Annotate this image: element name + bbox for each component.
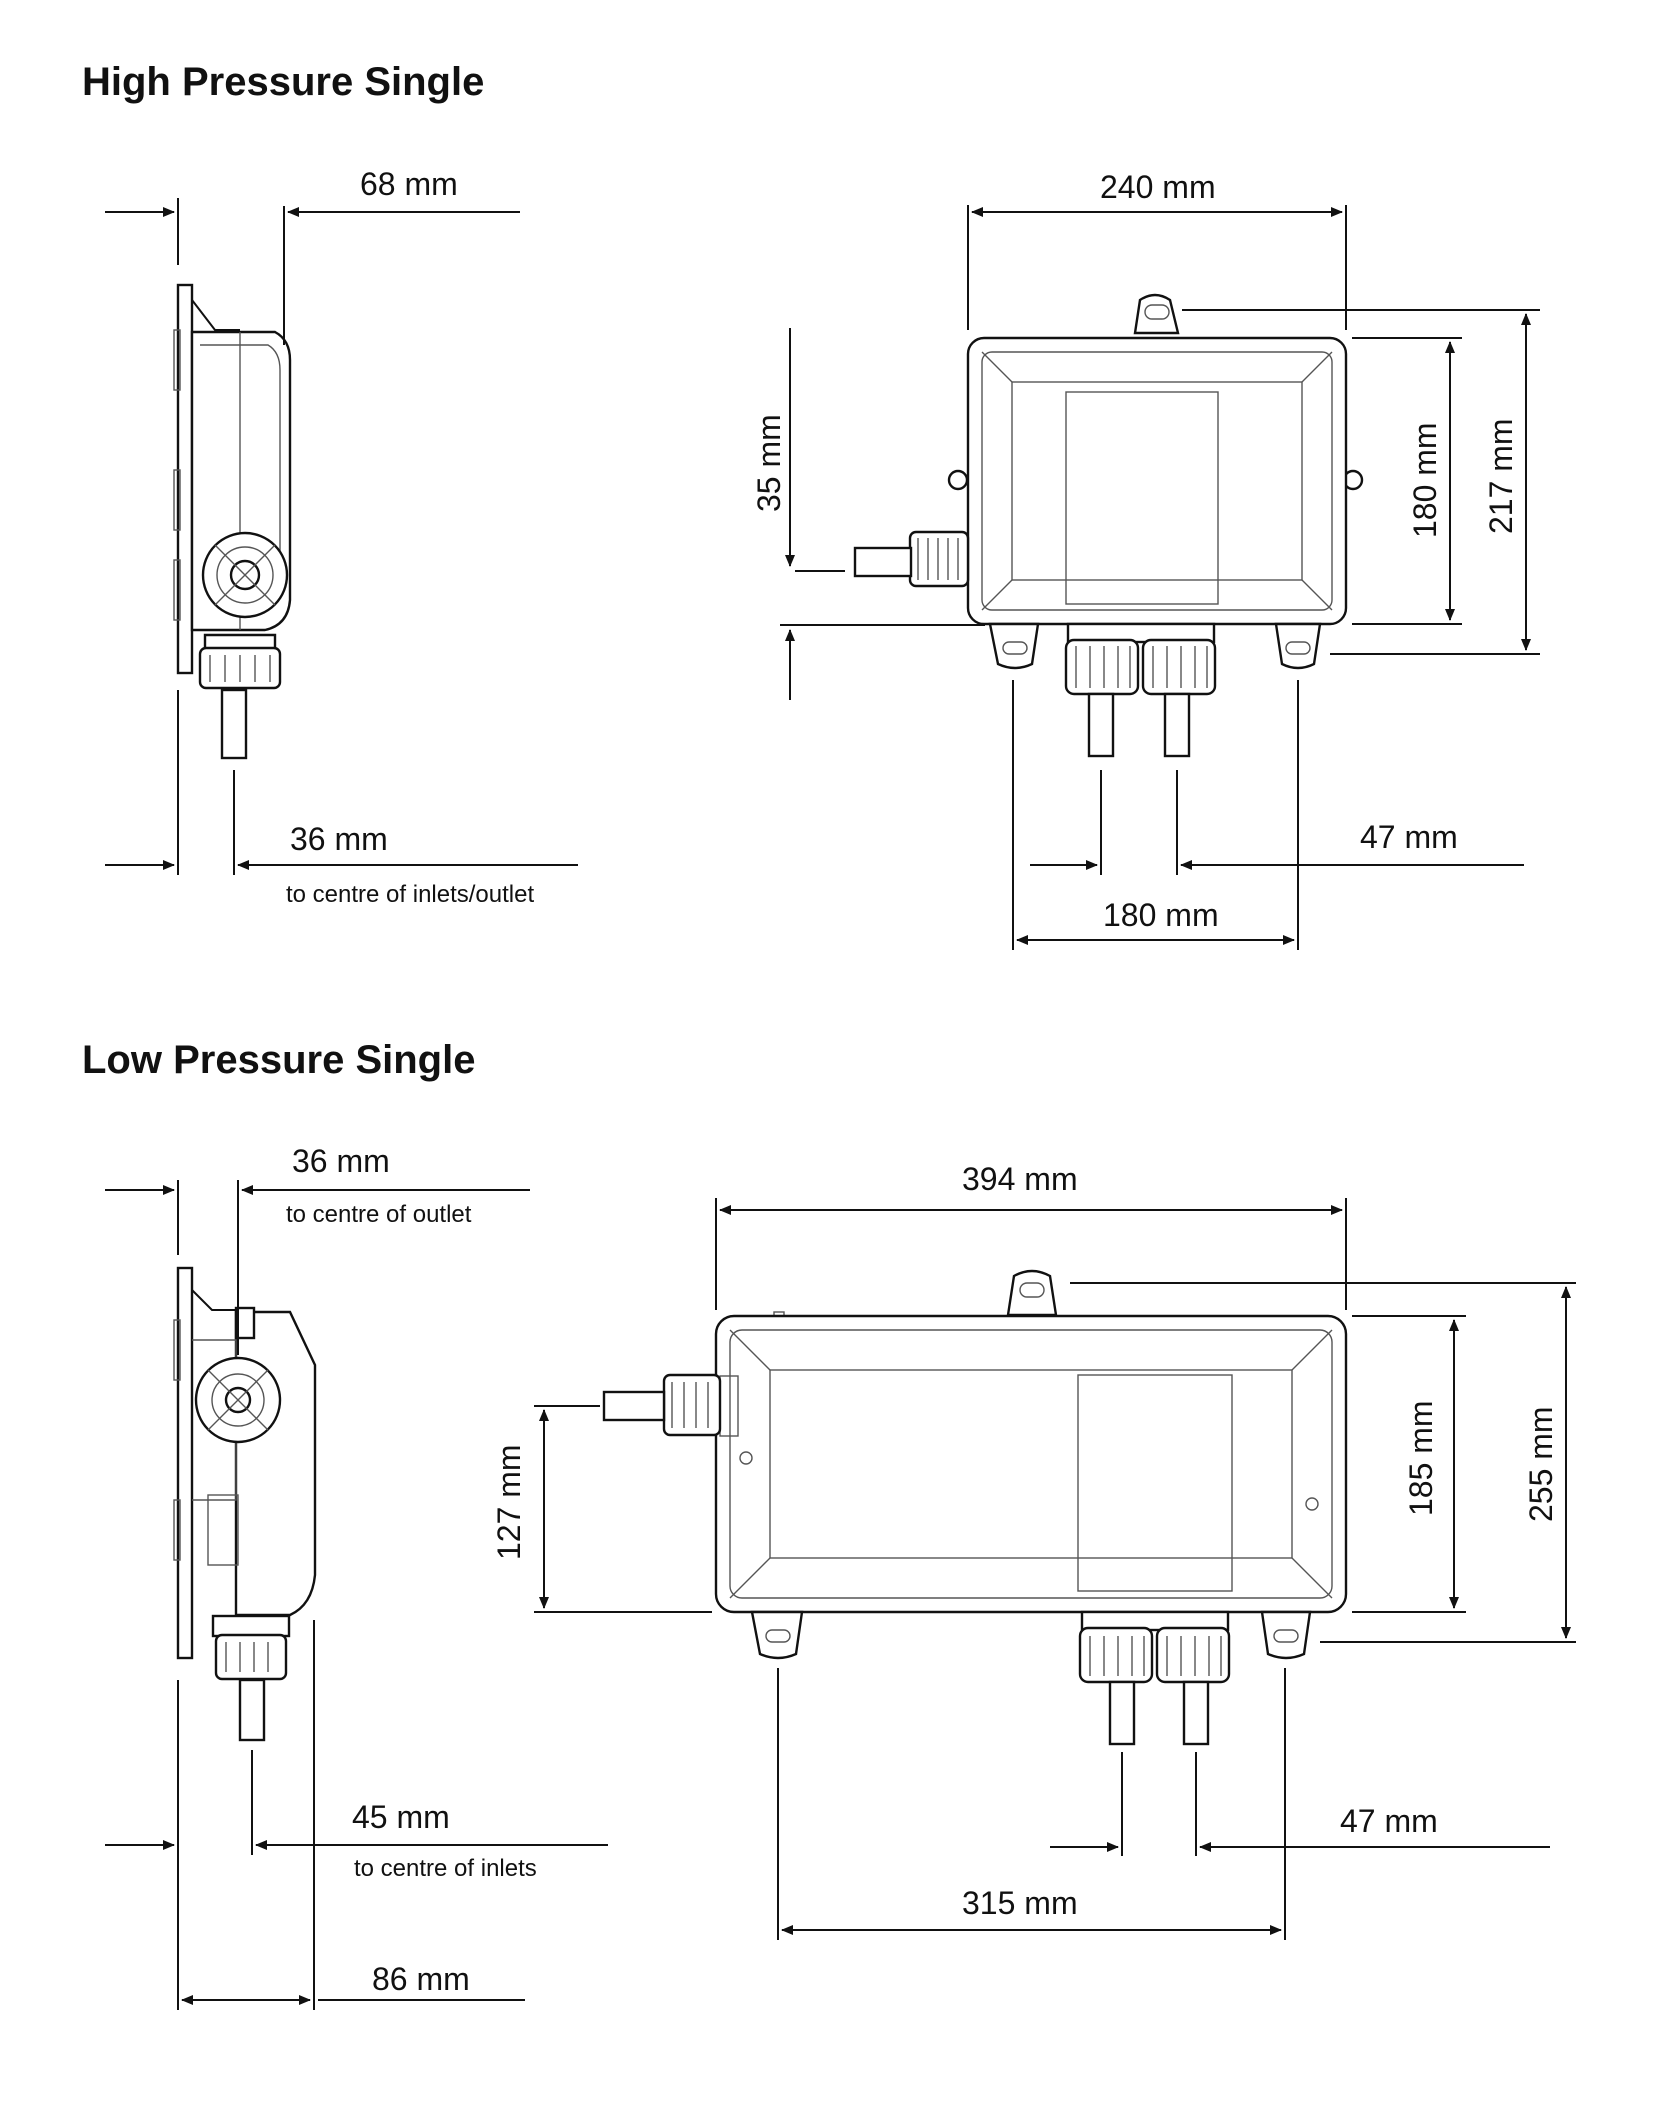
low-front-view: [602, 1269, 1348, 1746]
high-front-fixing-width-label: 180 mm: [1103, 897, 1219, 933]
high-side-inlet-note: to centre of inlets/outlet: [286, 881, 534, 908]
high-pressure-title: High Pressure Single: [82, 60, 484, 104]
low-side-outlet-note: to centre of outlet: [286, 1201, 472, 1228]
low-side-depth-label: 86 mm: [372, 1961, 470, 1997]
high-side-inlet-offset-label: 36 mm: [290, 821, 388, 857]
high-front-body-height-label: 180 mm: [1407, 422, 1443, 538]
low-front-total-height-label: 255 mm: [1523, 1406, 1559, 1522]
low-front-left-offset-dimension: 127 mm: [491, 1405, 712, 1613]
high-front-inlet-spacing-dimension: 47 mm: [1030, 770, 1524, 875]
high-side-inlet-offset-dimension: 36 mm to centre of inlets/outlet: [105, 690, 578, 908]
low-side-outlet-offset-dimension: 36 mm to centre of outlet: [105, 1143, 530, 1355]
high-front-total-height-label: 217 mm: [1483, 418, 1519, 534]
high-front-left-offset-dimension: 35 mm: [751, 328, 985, 700]
high-front-view: [853, 293, 1364, 758]
low-side-inlet-offset-label: 45 mm: [352, 1799, 450, 1835]
low-front-width-dimension: 394 mm: [715, 1161, 1347, 1310]
high-side-depth-dimension: 68 mm: [105, 166, 520, 345]
high-front-body-height-dimension: 180 mm: [1352, 337, 1462, 625]
high-side-depth-label: 68 mm: [360, 166, 458, 202]
low-front-total-height-dimension: 255 mm: [1070, 1282, 1576, 1643]
low-front-inlet-spacing-dimension: 47 mm: [1050, 1752, 1550, 1856]
high-front-total-height-dimension: 217 mm: [1182, 309, 1540, 655]
high-front-fixing-width-dimension: 180 mm: [1012, 680, 1299, 950]
low-front-body-height-label: 185 mm: [1403, 1400, 1439, 1516]
high-side-view: [173, 283, 292, 760]
low-side-depth-dimension: 86 mm: [181, 1620, 525, 2010]
low-front-width-label: 394 mm: [962, 1161, 1078, 1197]
low-side-inlet-offset-dimension: 45 mm to centre of inlets: [105, 1680, 608, 2010]
low-side-view: [173, 1266, 317, 1742]
high-front-width-dimension: 240 mm: [967, 169, 1347, 330]
low-front-inlet-spacing-label: 47 mm: [1340, 1803, 1438, 1839]
high-front-inlet-spacing-label: 47 mm: [1360, 819, 1458, 855]
low-front-body-height-dimension: 185 mm: [1352, 1315, 1466, 1613]
low-side-outlet-offset-label: 36 mm: [292, 1143, 390, 1179]
low-front-fixing-width-label: 315 mm: [962, 1885, 1078, 1921]
low-front-fixing-width-dimension: 315 mm: [777, 1668, 1286, 1940]
high-front-left-offset-label: 35 mm: [751, 414, 787, 512]
high-front-width-label: 240 mm: [1100, 169, 1216, 205]
low-pressure-title: Low Pressure Single: [82, 1038, 475, 1082]
low-front-left-offset-label: 127 mm: [491, 1444, 527, 1560]
low-side-inlet-note: to centre of inlets: [354, 1855, 537, 1882]
